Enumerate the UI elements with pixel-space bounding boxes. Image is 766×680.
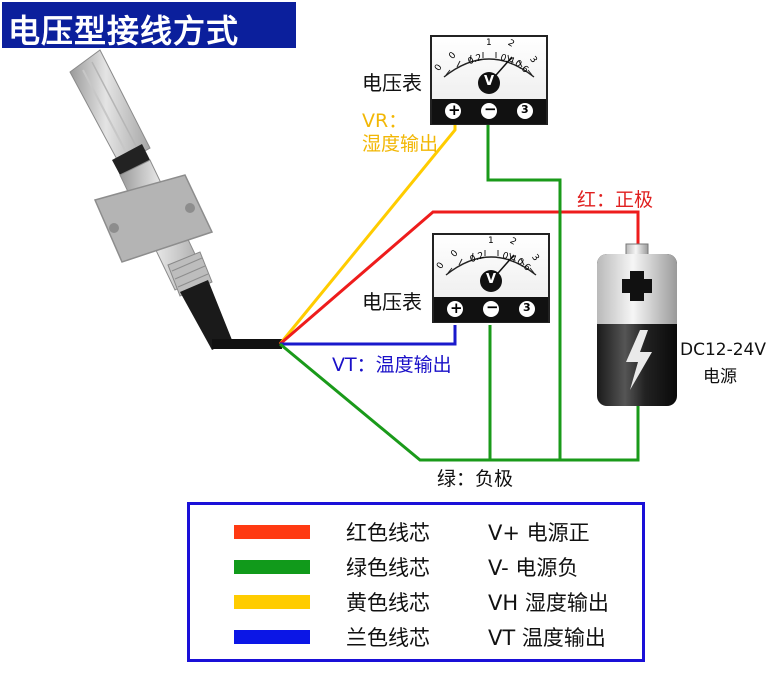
- green-wire-top: [486, 113, 562, 460]
- page-title: 电压型接线方式: [8, 12, 240, 50]
- voltmeter-middle-label: 电压表: [362, 290, 422, 314]
- voltmeter-top-label: 电压表: [362, 71, 422, 95]
- meter-scale-1: 1: [488, 236, 494, 246]
- voltmeter-top: 0 0 0.2 1 0.4 2 0.6 3 V + − 3: [430, 35, 548, 125]
- diagram-drawing: [69, 49, 677, 462]
- green-wire-label: 绿：负极: [437, 468, 514, 490]
- blue-wire: [280, 325, 457, 346]
- legend-name-blue: 兰色线芯: [346, 626, 430, 650]
- vr-desc-label: 湿度输出: [362, 133, 439, 155]
- legend-desc-blue: VT 温度输出: [488, 626, 606, 650]
- wires: [278, 113, 640, 462]
- terminal-minus: −: [486, 298, 499, 316]
- legend-swatch-yellow: [234, 595, 310, 609]
- meter-v-symbol: V: [486, 272, 497, 287]
- sensor-probe: [69, 49, 282, 350]
- terminal-plus: +: [448, 101, 461, 119]
- terminal-3: 3: [523, 301, 531, 314]
- legend-desc-green: V- 电源负: [488, 556, 579, 580]
- title-bar: 电压型接线方式: [0, 0, 298, 50]
- red-wire-label: 红：正极: [577, 189, 654, 211]
- red-wire: [279, 210, 640, 346]
- legend-swatch-green: [234, 560, 310, 574]
- vr-label: VR：: [362, 110, 408, 132]
- legend: 红色线芯 V+ 电源正 绿色线芯 V- 电源负 黄色线芯 VH 湿度输出 兰色线…: [187, 502, 645, 662]
- meter-v-symbol: V: [484, 74, 495, 89]
- legend-name-green: 绿色线芯: [346, 556, 430, 580]
- meter-scale-1: 1: [486, 38, 492, 48]
- legend-desc-red: V+ 电源正: [488, 521, 590, 545]
- terminal-minus: −: [484, 100, 497, 118]
- green-wire-main: [279, 342, 640, 462]
- vt-label: VT：温度输出: [332, 354, 452, 376]
- voltmeter-middle: 0 0 0.2 1 0.4 2 0.6 3 V + − 3: [432, 233, 550, 323]
- legend-swatch-blue: [234, 630, 310, 644]
- legend-name-red: 红色线芯: [346, 521, 430, 545]
- legend-desc-yellow: VH 湿度输出: [488, 591, 609, 615]
- legend-swatch-red: [234, 525, 310, 539]
- battery: [597, 243, 677, 406]
- legend-name-yellow: 黄色线芯: [346, 591, 430, 615]
- wiring-diagram: 电压型接线方式: [0, 0, 766, 662]
- terminal-3: 3: [521, 103, 529, 116]
- battery-voltage-label: DC12-24V: [680, 340, 766, 360]
- battery-power-label: 电源: [703, 367, 737, 387]
- terminal-plus: +: [450, 299, 463, 317]
